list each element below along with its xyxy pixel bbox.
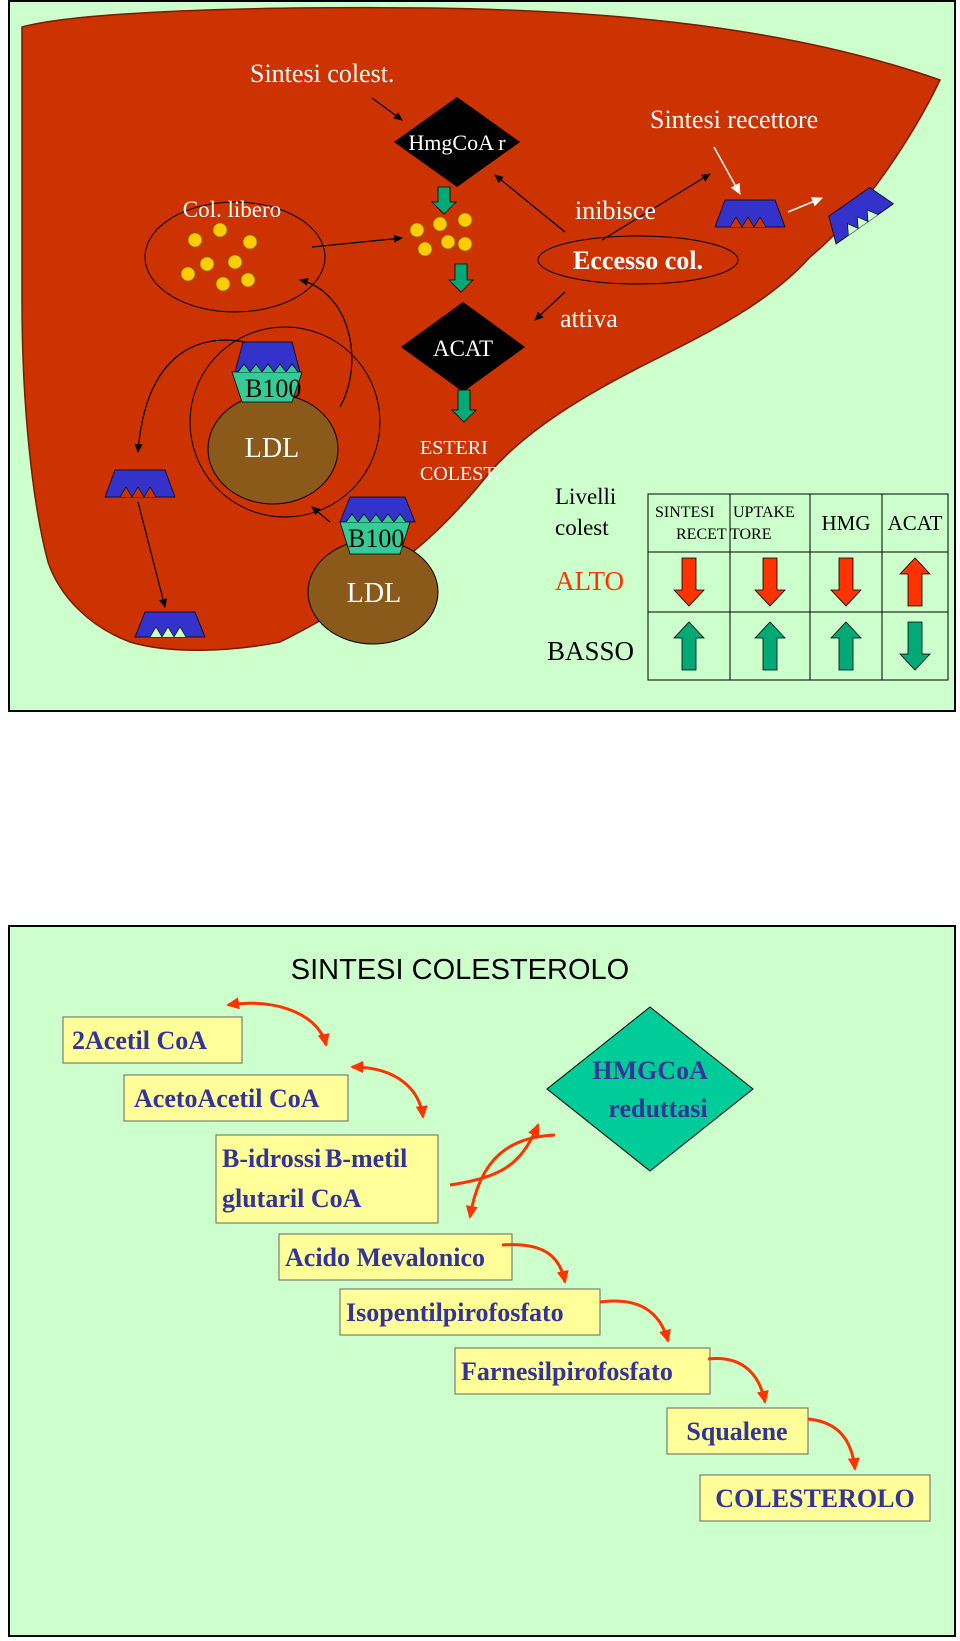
step-farnesil: Farnesilpirofosfato [461,1357,673,1386]
hmgcoa-reductase-node [394,97,520,187]
cholesterol-synthesis-diagram: SINTESI COLESTEROLO 2Acetil CoA AcetoAce… [62,954,931,1522]
synthesis-slide: SINTESI COLESTEROLO 2Acetil CoA AcetoAce… [8,925,956,1637]
receptor-icon [134,611,206,638]
cholesterol-dot [409,212,473,257]
table-col-uptake: UPTAKE [733,504,795,521]
basso-up-arrow-icon [830,621,862,671]
enzyme-name-line2: reduttasi [608,1094,707,1123]
step-acetoacetil: AcetoAcetil CoA [134,1084,320,1113]
table-col-acat: ACAT [888,511,943,535]
endosome [189,326,381,518]
label-col-libero: Col. libero [183,197,281,222]
alto-down-arrow-icon [673,557,705,607]
arrow-acetil-acetoacetil [226,997,330,1047]
table-header-colest: colest [555,515,609,540]
label-esteri: ESTERI [420,437,488,459]
label-acat: ACAT [433,336,493,361]
cholesterol-dot [180,222,258,292]
label-attiva: attiva [560,304,618,333]
basso-up-arrow-icon [754,621,786,671]
step-box-squalene [666,1407,809,1455]
label-b100-outer: B100 [348,524,404,553]
acat-node [401,302,525,392]
basso-up-arrow-icon [673,621,705,671]
table-col-recettore-left: RECET [676,526,727,543]
step-box-mevalonico [278,1233,513,1281]
arrow-squalene-colesterolo [807,1417,860,1471]
table-row-alto: ALTO [555,566,624,596]
table-col-recettore-right: TORE [730,526,771,543]
step-hmg-line1a: B-idrossi [222,1144,321,1173]
label-colest-esteri: COLEST. [420,463,499,485]
step-box-acetil [62,1016,243,1064]
label-hmgcoa-r: HmgCoA r [408,130,506,155]
label-b100-inner: B100 [245,374,301,403]
receptor-icon [104,469,176,498]
arrow-isopentil-farnesil [599,1299,671,1343]
page-title: SINTESI COLESTEROLO [291,954,629,986]
step-acetil: 2Acetil CoA [72,1026,207,1055]
arrow-acetoacetil-hmg [350,1061,428,1119]
label-ldl-inner: LDL [245,433,299,464]
step-hmg-line1b: B-metil [325,1144,407,1173]
enzyme-name-line1: HMGCoA [592,1056,708,1085]
table-header-livelli: Livelli [555,484,616,509]
table-col-sintesi: SINTESI [655,504,715,521]
step-hmg-line2: glutaril CoA [222,1184,362,1213]
table-row-basso: BASSO [547,636,634,666]
arrow-enzyme-mevalonico [465,1133,556,1219]
eccesso-col-oval [537,235,739,285]
liver-slide: Sintesi colest. HmgCoA r Sintesi recetto… [8,0,956,712]
label-sintesi-recettore: Sintesi recettore [650,105,818,134]
table-col-hmg: HMG [821,511,870,535]
alto-down-arrow-icon [754,557,786,607]
arrow-farnesil-squalene [707,1357,769,1404]
receptor-icon [828,186,895,245]
step-box-acetoacetil [123,1074,349,1122]
label-ldl-outer: LDL [347,578,401,609]
step-isopentil: Isopentilpirofosfato [346,1298,564,1327]
step-colesterolo: COLESTEROLO [715,1484,914,1513]
step-box-farnesil [454,1347,711,1395]
step-squalene: Squalene [686,1417,787,1446]
label-sintesi-colest: Sintesi colest. [250,59,394,88]
free-cholesterol-pool [144,201,326,313]
receptor-icon [714,199,786,228]
green-arrow-icon [431,186,477,423]
arrow-mevalonico-isopentil [501,1243,569,1284]
alto-up-arrow-icon [899,557,931,607]
step-box-isopentil [339,1288,601,1336]
label-eccesso-col: Eccesso col. [573,246,703,275]
label-inibisce: inibisce [575,196,656,225]
step-box-hmg [215,1134,439,1224]
hmgcoa-reductase-diamond [546,1006,754,1172]
step-mevalonico: Acido Mevalonico [285,1243,485,1272]
step-box-colesterolo [699,1474,931,1522]
arrow-hmg-enzyme [449,1123,540,1187]
liver-diagram: Sintesi colest. HmgCoA r Sintesi recetto… [21,6,949,681]
regulation-table: Livelli colest SINTESI UPTAKE RECET TORE… [547,484,949,681]
alto-down-arrow-icon [830,557,862,607]
basso-down-arrow-icon [899,621,931,671]
